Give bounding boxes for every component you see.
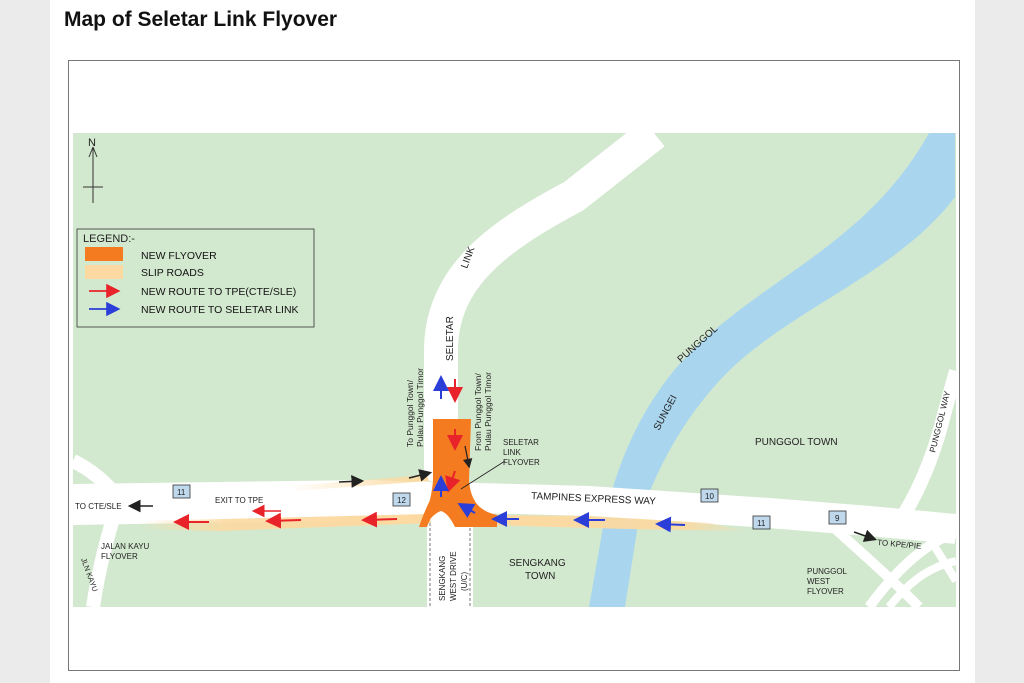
kpe-ramp-2 [864,528,958,610]
label-exit-tpe: EXIT TO TPE [215,496,263,505]
label-sengkang-town-2: TOWN [525,571,555,582]
label-jalan-kayu-1: JALAN KAYU [101,542,150,551]
svg-text:10: 10 [705,492,714,501]
legend-swatch-slip [85,265,123,279]
legend-item-blue-route: NEW ROUTE TO SELETAR LINK [141,304,299,316]
exit-box-12: 12 [392,492,411,507]
tampines-expressway-road [72,479,958,544]
svg-text:12: 12 [397,496,406,505]
label-sengkang-town-1: SENGKANG [509,558,566,569]
page-title: Map of Seletar Link Flyover [64,8,338,31]
label-to-cte: TO CTE/SLE [75,502,122,511]
legend-item-flyover: NEW FLYOVER [141,250,217,262]
flyover-pointer-line [460,460,506,490]
route-arrows-blue [433,375,686,533]
map-svg: N LEGEND:- NEW FLYOVER SLIP ROADS NEW RO… [69,119,959,611]
label-from-punggol-1: From Punggol Town/ [473,373,483,451]
map-frame: N LEGEND:- NEW FLYOVER SLIP ROADS NEW RO… [68,60,960,671]
label-sengkang-west-1: SENGKANG [438,556,447,601]
label-from-punggol-2: Pulau Punggol Timor [483,372,493,451]
kpe-ramp-1 [825,519,923,611]
label-flyover-3: FLYOVER [503,458,540,467]
flyover-west-arm [419,489,441,527]
legend: LEGEND:- NEW FLYOVER SLIP ROADS NEW ROUT… [76,228,315,328]
exit-box-9: 9 [828,510,847,525]
sengkang-west-drive-road [427,519,473,607]
legend-swatch-flyover [85,247,123,261]
legend-item-slip: SLIP ROADS [141,267,204,279]
label-jalan-kayu-2: FLYOVER [101,552,138,561]
label-to-kpe: TO KPE/PIE [877,538,922,551]
exit-box-11-east: 11 [752,515,771,530]
label-sengkang-west-3: (U/C) [460,572,469,591]
label-tpe: TAMPINES EXPRESS WAY [531,491,657,507]
punggol-way-road [895,369,959,523]
label-to-punggol-2: Pulau Punggol Timor [415,368,425,447]
land-area [73,133,956,607]
slip-road-west [139,514,431,531]
exit-box-11-west: 11 [172,484,191,499]
jalan-kayu-road [69,454,127,609]
label-flyover-2: LINK [503,448,521,457]
north-label: N [88,137,96,149]
label-punggol-town: PUNGGOL TOWN [755,437,838,448]
label-sengkang-west-2: WEST DRIVE [449,551,458,601]
svg-text:11: 11 [177,488,186,497]
label-pw-flyover-1: PUNGGOL [807,567,848,576]
label-seletar: SELETAR [445,316,456,361]
label-pw-flyover-2: WEST [807,577,830,586]
svg-text:9: 9 [835,514,840,523]
legend-item-red-route: NEW ROUTE TO TPE(CTE/SLE) [141,286,296,298]
seletar-link-road [424,119,665,481]
north-arrow: N [83,137,103,203]
route-arrows-red [173,379,463,530]
label-flyover-1: SELETAR [503,438,539,447]
sungei-punggol-river [589,133,955,607]
legend-title: LEGEND:- [83,233,135,245]
route-arrows-black [127,445,878,542]
exit-box-10: 10 [700,488,719,503]
slip-road-east [487,515,749,531]
kpe-ramp-4 [915,518,959,584]
svg-text:11: 11 [757,519,766,528]
page: Map of Seletar Link Flyover [50,0,975,683]
label-pw-flyover-3: FLYOVER [807,587,844,596]
label-to-punggol-1: To Punggol Town/ [405,379,415,447]
